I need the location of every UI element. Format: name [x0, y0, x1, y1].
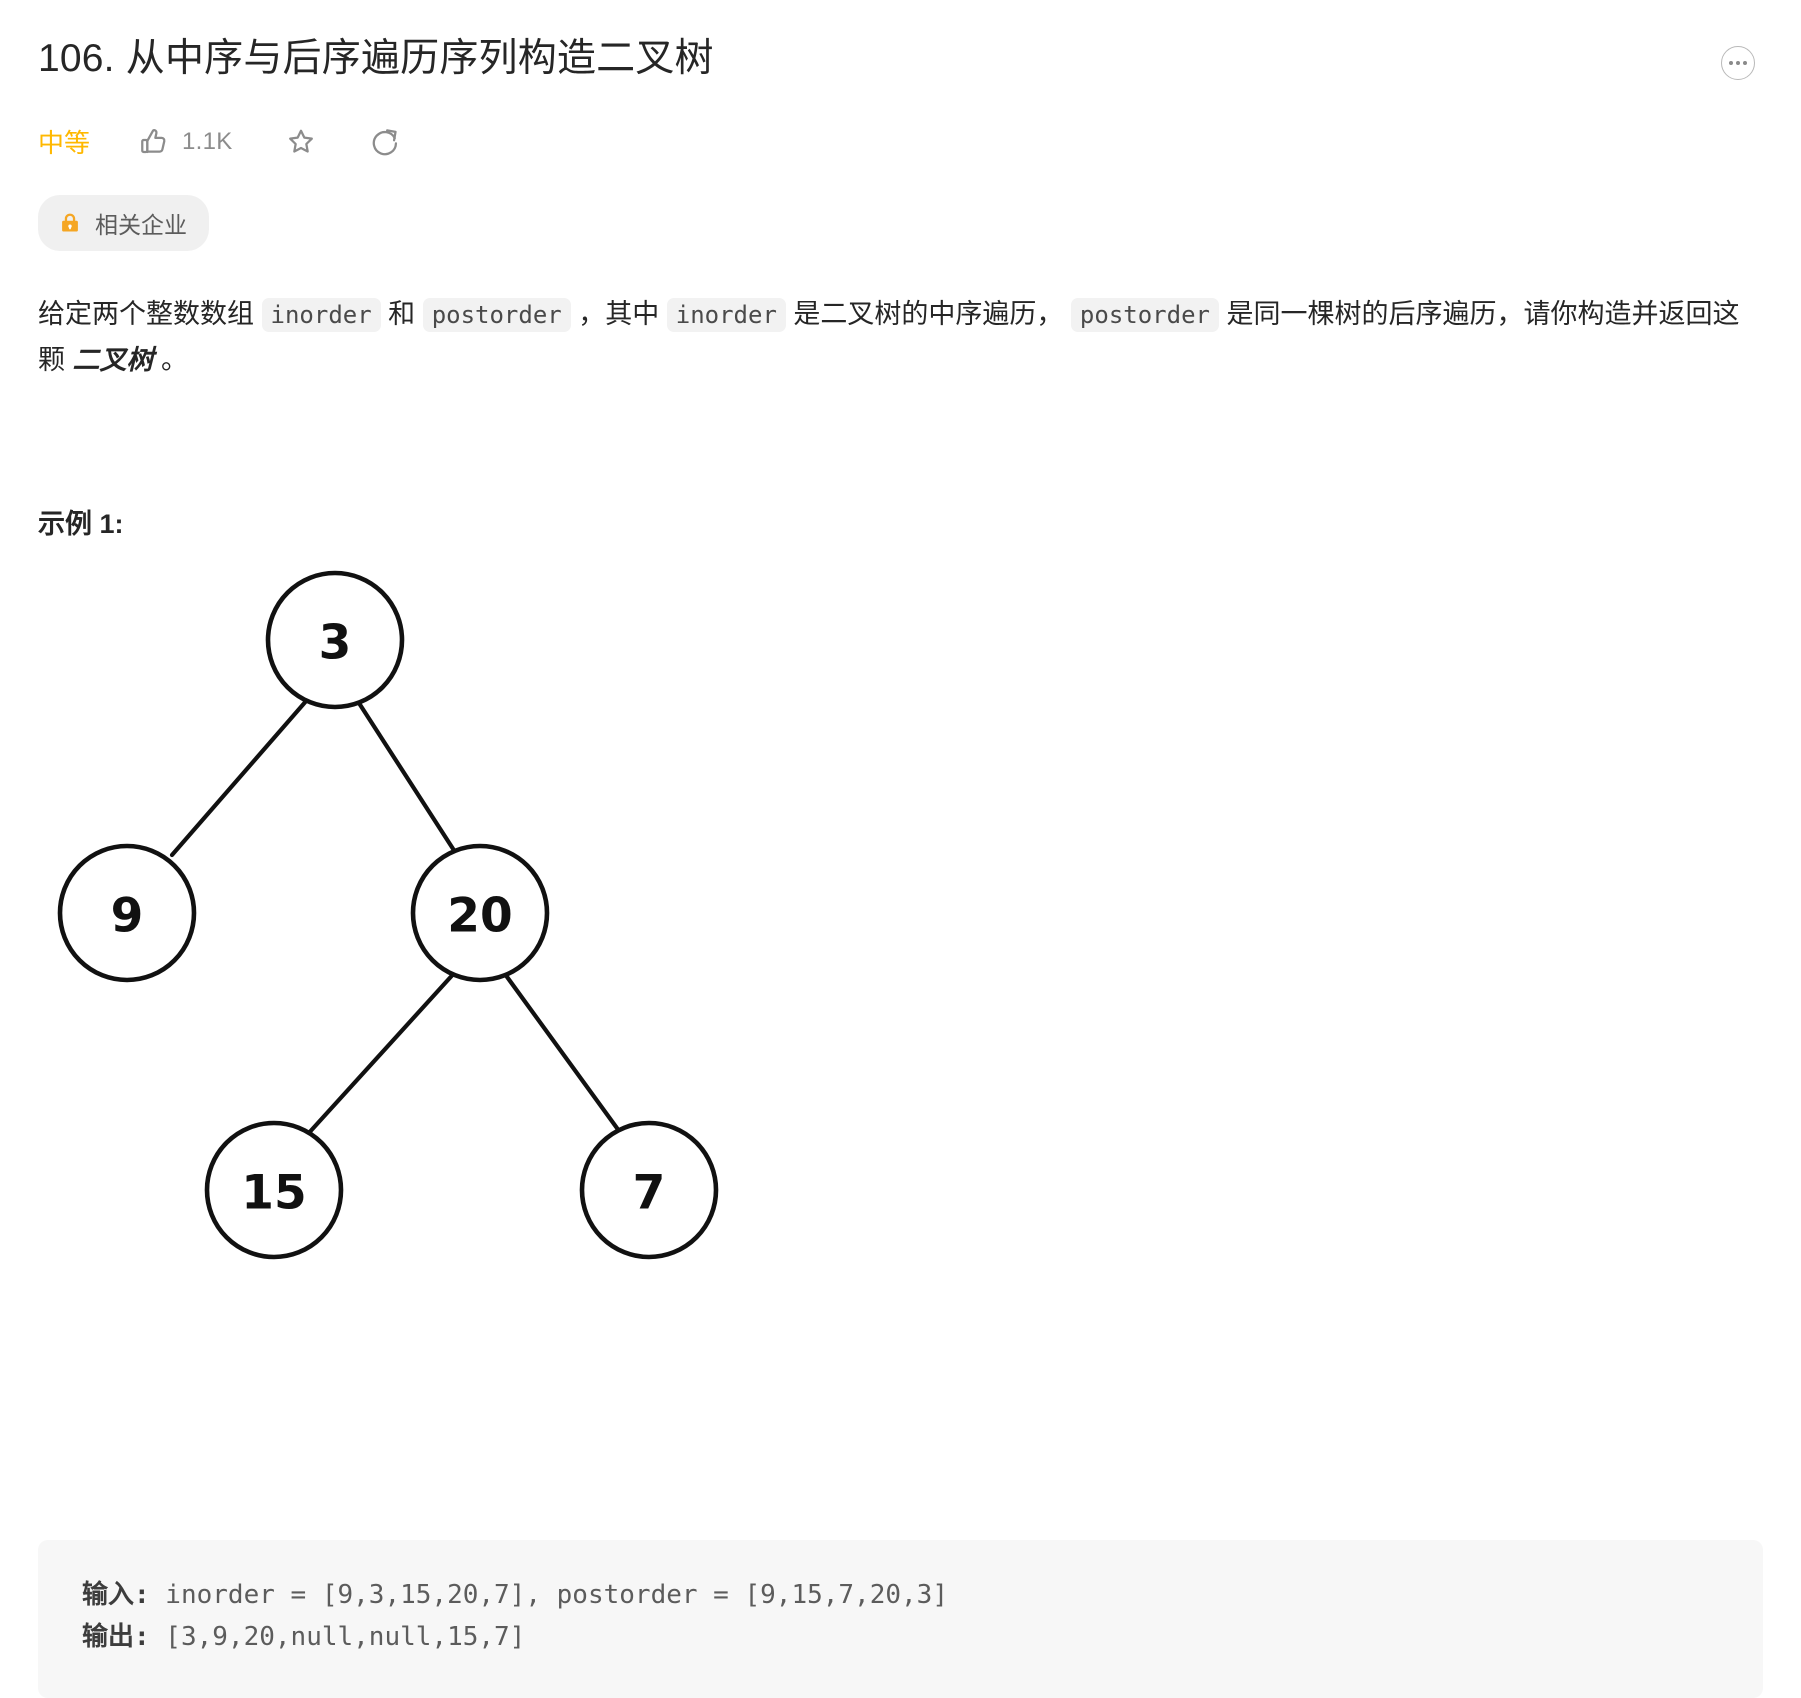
favorite-button[interactable]: [285, 126, 317, 158]
thumbs-up-icon: [138, 126, 170, 158]
page-title: 106. 从中序与后序遍历序列构造二叉树: [38, 37, 714, 80]
problem-meta-row: 中等 1.1K: [38, 121, 1763, 163]
code-chip-postorder-2: postorder: [1070, 297, 1219, 332]
desc-text-5: 是同一棵树的后序遍历，请你构造并返回这颗: [38, 298, 1740, 376]
tree-node-7-circle: [579, 1120, 719, 1259]
like-count: 1.1K: [182, 127, 233, 155]
lock-icon: [58, 211, 82, 235]
edge-3-to-20: [354, 697, 460, 857]
input-label: 输入:: [82, 1580, 150, 1610]
desc-text-3: ，其中: [570, 298, 667, 329]
desc-text-6: 。: [153, 345, 189, 376]
share-button[interactable]: [369, 126, 401, 158]
desc-text-2: 和: [380, 298, 423, 329]
tree-node-label-20: 20: [447, 888, 512, 943]
input-value: inorder = [9,3,15,20,7], postorder = [9,…: [149, 1580, 948, 1610]
output-value: [3,9,20,null,null,15,7]: [149, 1622, 526, 1653]
ellipsis-icon[interactable]: [1721, 46, 1755, 80]
tree-node-3-circle: [265, 570, 405, 709]
tree-node-label-3: 3: [319, 615, 352, 670]
ellipsis-dot: [1729, 61, 1733, 65]
difficulty-badge: 中等: [38, 128, 91, 159]
binary-tree-svg: 3 9 20 15 7: [57, 570, 719, 1259]
share-icon: [369, 126, 401, 158]
desc-text-4: 是二叉树的中序遍历，: [785, 298, 1071, 329]
desc-emphasis-binary-tree: 二叉树: [72, 345, 154, 376]
ellipsis-dot: [1743, 61, 1747, 65]
tree-node-label-7: 7: [633, 1165, 666, 1220]
related-companies-label: 相关企业: [95, 211, 187, 238]
like-button[interactable]: 1.1K: [138, 126, 233, 158]
related-companies-badge[interactable]: 相关企业: [38, 194, 209, 251]
star-icon: [285, 126, 317, 158]
example-code-block: 输入: inorder = [9,3,15,20,7], postorder =…: [38, 1540, 1763, 1698]
code-chip-postorder: postorder: [422, 297, 571, 332]
code-chip-inorder-2: inorder: [666, 297, 786, 332]
code-chip-inorder: inorder: [261, 297, 381, 332]
tree-node-label-9: 9: [111, 888, 144, 943]
title-row: 106. 从中序与后序遍历序列构造二叉树: [38, 30, 1763, 85]
tree-node-20-circle: [410, 843, 550, 982]
tree-node-label-15: 15: [241, 1165, 306, 1220]
binary-tree-diagram: 3 9 20 15 7: [52, 565, 1763, 1310]
desc-text-1: 给定两个整数数组: [38, 298, 262, 329]
edge-3-to-9: [169, 697, 310, 857]
ellipsis-dot: [1736, 61, 1740, 65]
example-1-heading: 示例 1:: [38, 508, 124, 539]
problem-description: 给定两个整数数组 inorder 和 postorder ，其中 inorder…: [38, 291, 1763, 384]
edge-20-to-15: [304, 967, 460, 1137]
edge-20-to-7: [499, 967, 625, 1137]
tree-node-15-circle: [204, 1120, 344, 1259]
output-label: 输出:: [82, 1622, 150, 1653]
tree-node-9-circle: [57, 843, 197, 982]
badge-row: 相关企业: [38, 194, 1763, 251]
